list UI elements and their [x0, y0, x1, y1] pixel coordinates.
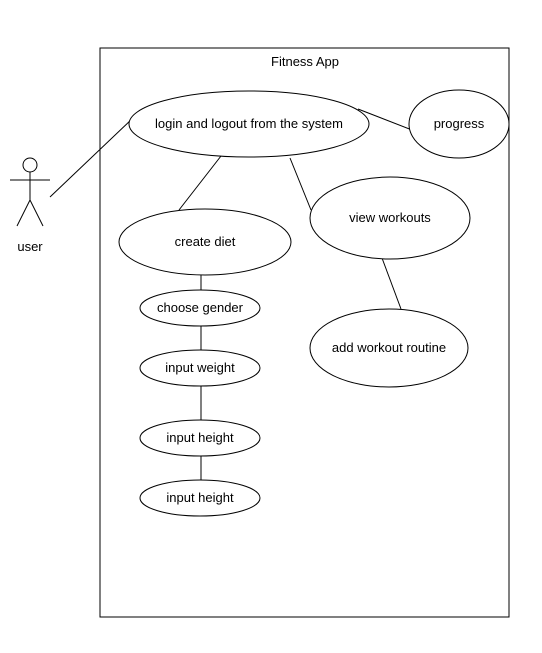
use-case-view-workouts: view workouts — [309, 176, 471, 260]
use-case-add-workout-routine-label: add workout routine — [332, 340, 446, 355]
association-user-login — [49, 117, 134, 198]
system-boundary — [99, 47, 510, 618]
association-login-progress — [357, 108, 413, 131]
use-case-progress: progress — [408, 89, 510, 159]
use-case-input-weight: input weight — [139, 349, 261, 387]
actor-label: user — [17, 239, 43, 254]
use-case-input-weight-shape — [139, 349, 261, 387]
actor-left-leg — [16, 199, 31, 227]
use-case-progress-shape — [408, 89, 510, 159]
use-case-choose-gender-shape — [139, 289, 261, 327]
use-case-input-height-1: input height — [139, 419, 261, 457]
system-title: Fitness App — [271, 54, 339, 69]
use-case-input-height-1-label: input height — [166, 430, 234, 445]
actor-user: user — [10, 157, 50, 254]
association-view-workouts-add-routine — [381, 257, 402, 310]
use-case-view-workouts-label: view workouts — [349, 210, 431, 225]
use-case-login-shape — [128, 90, 370, 158]
use-case-create-diet-label: create diet — [175, 234, 236, 249]
use-case-add-workout-routine: add workout routine — [309, 308, 469, 388]
use-case-input-height-2-shape — [139, 479, 261, 517]
use-case-view-workouts-shape — [309, 176, 471, 260]
use-case-input-height-2-label: input height — [166, 490, 234, 505]
use-case-input-weight-label: input weight — [165, 360, 235, 375]
use-case-input-height-2: input height — [139, 479, 261, 517]
use-case-create-diet-shape — [118, 208, 292, 276]
use-case-add-workout-routine-shape — [309, 308, 469, 388]
use-case-progress-label: progress — [434, 116, 485, 131]
use-case-choose-gender: choose gender — [139, 289, 261, 327]
association-login-view-workouts — [289, 157, 312, 211]
use-case-login: login and logout from the system — [128, 90, 370, 158]
use-case-create-diet: create diet — [118, 208, 292, 276]
actor-head — [22, 157, 38, 173]
use-case-input-height-1-shape — [139, 419, 261, 457]
use-case-choose-gender-label: choose gender — [157, 300, 244, 315]
use-case-login-label: login and logout from the system — [155, 116, 343, 131]
actor-right-leg — [29, 199, 44, 227]
association-login-create-diet — [178, 155, 222, 211]
